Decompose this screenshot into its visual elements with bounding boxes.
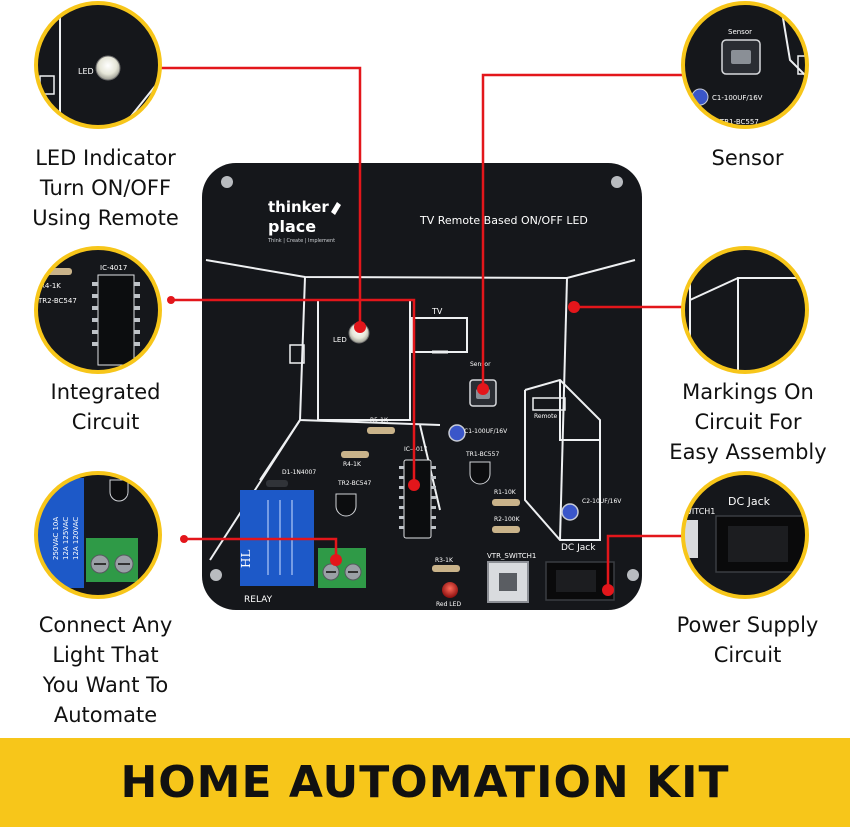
mount-hole-icon [221, 176, 233, 188]
mount-hole-icon [627, 569, 639, 581]
zoom-c1-label: C1-100UF/16V [712, 94, 763, 102]
board-brand-tagline: Think | Create | Implement [267, 238, 335, 244]
title-banner: HOME AUTOMATION KIT [0, 738, 850, 827]
silk-led: LED [333, 336, 347, 344]
red-led-icon [442, 582, 458, 598]
board-title: TV Remote Based ON/OFF LED [419, 214, 588, 227]
silk-relay-brand: HL [239, 550, 253, 568]
leader-lines [107, 66, 700, 590]
diode-icon [266, 480, 288, 487]
zoom-ic-label: IC-4017 [100, 264, 127, 272]
zoom-light: 250VAC 10A 12A 125VAC 12A 120VAC [34, 471, 162, 599]
ic-chip-icon [403, 459, 432, 539]
silk-relay: RELAY [244, 595, 273, 605]
window-icon [289, 344, 305, 364]
silk-dcjack: DC Jack [561, 543, 596, 553]
pencil-logo-icon [331, 202, 341, 215]
leader-endpoints [103, 64, 704, 596]
silk-tr2: TR2-BC547 [337, 480, 371, 487]
resistor-r3-icon [432, 565, 460, 572]
silk-r5: R5-1K [370, 417, 389, 424]
resistor-r1-icon [492, 499, 520, 506]
mount-hole-icon [210, 569, 222, 581]
silk-c1: C1-100UF/16V [464, 428, 508, 435]
pcb-board: thinker place Think | Create | Implement… [202, 163, 642, 610]
silk-red-led: Red LED [436, 601, 461, 608]
zoom-dcjack-label: DC Jack [728, 495, 771, 508]
callout-label-sensor: Sensor [711, 146, 784, 170]
zoom-markings [681, 246, 809, 374]
silk-d1: D1-1N4007 [282, 469, 316, 476]
zoom-led: LED [34, 1, 162, 129]
silk-r2: R2-100K [494, 516, 521, 523]
silk-ic: IC-4017 [404, 446, 428, 453]
zoom-r4-label: R4-1K [40, 282, 61, 290]
silk-r1: R1-10K [494, 489, 517, 496]
silk-sensor: Sensor [470, 361, 491, 368]
zoom-power: WITCH1 DC Jack [681, 471, 809, 599]
zoom-ic: R4-1K TR2-BC547 IC-4017 [34, 246, 162, 374]
resistor-r4-icon [341, 451, 369, 458]
remote-outline [532, 397, 566, 411]
transistor-tr1-icon [469, 461, 491, 485]
callout-label-light: Connect Any Light That You Want To Autom… [38, 613, 173, 727]
zoom-switch-label: WITCH1 [684, 507, 715, 516]
transistor-tr2-icon [335, 493, 357, 517]
banner-title: HOME AUTOMATION KIT [120, 757, 730, 808]
silk-tr1: TR1-BC557 [465, 451, 499, 458]
board-brand-line1: thinker [268, 198, 329, 216]
silk-tv: TV [431, 307, 443, 316]
capacitor-c2-icon [561, 503, 579, 521]
callout-label-markings: Markings On Circuit For Easy Assembly [669, 380, 827, 464]
callout-label-power: Power Supply Circuit [676, 613, 819, 667]
board-brand-line2: place [268, 217, 316, 236]
zoom-relay-line2: 12A 125VAC [62, 517, 70, 560]
zoom-relay-line3: 12A 120VAC [72, 517, 80, 560]
silk-c2: C2-10UF/16V [582, 498, 622, 505]
zoom-tr1-label: TR1-BC557 [719, 118, 759, 126]
silk-switch: VTR_SWITCH1 [487, 552, 536, 560]
resistor-r5-icon [367, 427, 395, 434]
zoom-sensor: Sensor C1-100UF/16V TR1-BC557 [681, 1, 809, 129]
mount-hole-icon [611, 176, 623, 188]
silk-r4: R4-1K [343, 461, 362, 468]
zoom-led-label: LED [78, 67, 94, 76]
callout-label-ic: Integrated Circuit [50, 380, 161, 434]
silk-r3: R3-1K [435, 557, 454, 564]
capacitor-c1-icon [448, 424, 466, 442]
zoom-tr2-label: TR2-BC547 [37, 297, 77, 305]
callout-label-led: LED Indicator Turn ON/OFF Using Remote [32, 146, 179, 230]
zoom-sensor-label: Sensor [728, 28, 752, 36]
zoom-relay-line1: 250VAC 10A [52, 517, 60, 560]
silk-remote: Remote [534, 413, 557, 420]
resistor-r2-icon [492, 526, 520, 533]
